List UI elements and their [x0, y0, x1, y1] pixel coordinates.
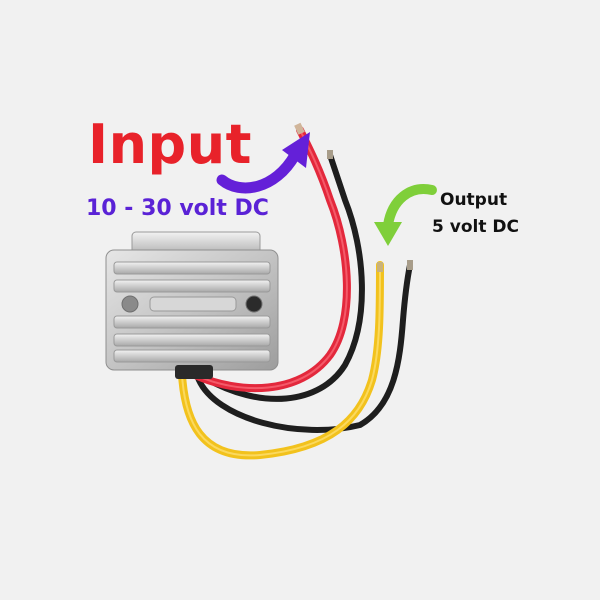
black-wire-tip [407, 260, 413, 270]
input-title: Input [88, 113, 252, 176]
black-output-wire [195, 262, 413, 433]
black-input-wire [202, 152, 365, 402]
mounting-hole-left [121, 295, 139, 313]
output-wires [178, 260, 413, 460]
red-wire-tip [294, 122, 305, 135]
output-arrow-icon [374, 184, 437, 246]
input-voltage-range: 10 - 30 volt DC [86, 196, 269, 221]
input-wires [191, 122, 365, 402]
dc-converter-module [105, 231, 279, 379]
black-wire-tip-input [327, 150, 333, 159]
input-arrow-icon [216, 132, 310, 194]
mounting-hole-right [245, 295, 263, 313]
output-title: Output [440, 190, 508, 210]
yellow-wire-tip [377, 262, 383, 272]
output-voltage: 5 volt DC [432, 217, 519, 237]
